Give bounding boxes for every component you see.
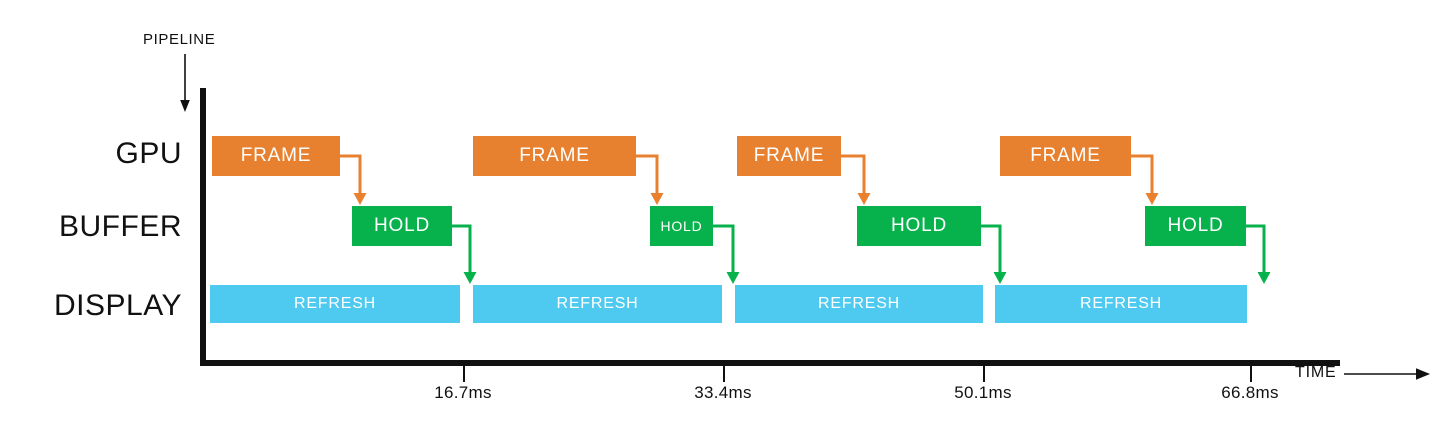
buffer-block-3: HOLD: [857, 206, 981, 246]
gpu-block-label: FRAME: [753, 145, 825, 166]
display-block-3: REFRESH: [735, 285, 983, 323]
row-label-display: DISPLAY: [54, 289, 182, 322]
gpu-block-4: FRAME: [1000, 136, 1131, 176]
time-tick-1: [463, 363, 465, 382]
gpu-block-label: FRAME: [519, 145, 590, 166]
time-tick-label-2: 33.4ms: [694, 383, 752, 402]
row-label-buffer: BUFFER: [59, 210, 182, 243]
buffer-block-label: HOLD: [891, 215, 947, 236]
pipeline-down-arrow-icon: [180, 54, 190, 112]
buffer-block-1: HOLD: [352, 206, 452, 246]
time-tick-label-4: 66.8ms: [1221, 383, 1279, 402]
display-block-4: REFRESH: [995, 285, 1247, 323]
display-block-label: REFRESH: [1079, 295, 1163, 312]
gpu-block-1: FRAME: [212, 136, 340, 176]
y-axis: [200, 88, 206, 366]
buffer-block-label: HOLD: [374, 215, 430, 236]
buffer-block-2: HOLD: [650, 206, 713, 246]
display-block-label: REFRESH: [556, 295, 639, 312]
gpu-block-2: FRAME: [473, 136, 636, 176]
display-block-label: REFRESH: [817, 295, 901, 312]
time-tick-label-3: 50.1ms: [954, 383, 1012, 402]
time-axis-caption: TIME: [1295, 364, 1337, 381]
time-tick-2: [723, 363, 725, 382]
display-block-1: REFRESH: [210, 285, 460, 323]
gpu-block-label: FRAME: [1030, 145, 1101, 166]
time-tick-label-1: 16.7ms: [434, 383, 492, 402]
row-label-gpu: GPU: [115, 137, 182, 170]
time-right-arrow-icon: [1344, 368, 1430, 380]
display-block-label: REFRESH: [293, 295, 377, 312]
buffer-block-label: HOLD: [1167, 215, 1224, 236]
display-block-2: REFRESH: [473, 285, 722, 323]
x-axis: [200, 360, 1340, 366]
pipeline-caption: PIPELINE: [143, 31, 216, 48]
gpu-block-label: FRAME: [240, 145, 312, 166]
buffer-block-4: HOLD: [1145, 206, 1246, 246]
time-tick-3: [983, 363, 985, 382]
gpu-block-3: FRAME: [737, 136, 841, 176]
buffer-block-label: HOLD: [660, 218, 703, 234]
time-tick-4: [1250, 363, 1252, 382]
